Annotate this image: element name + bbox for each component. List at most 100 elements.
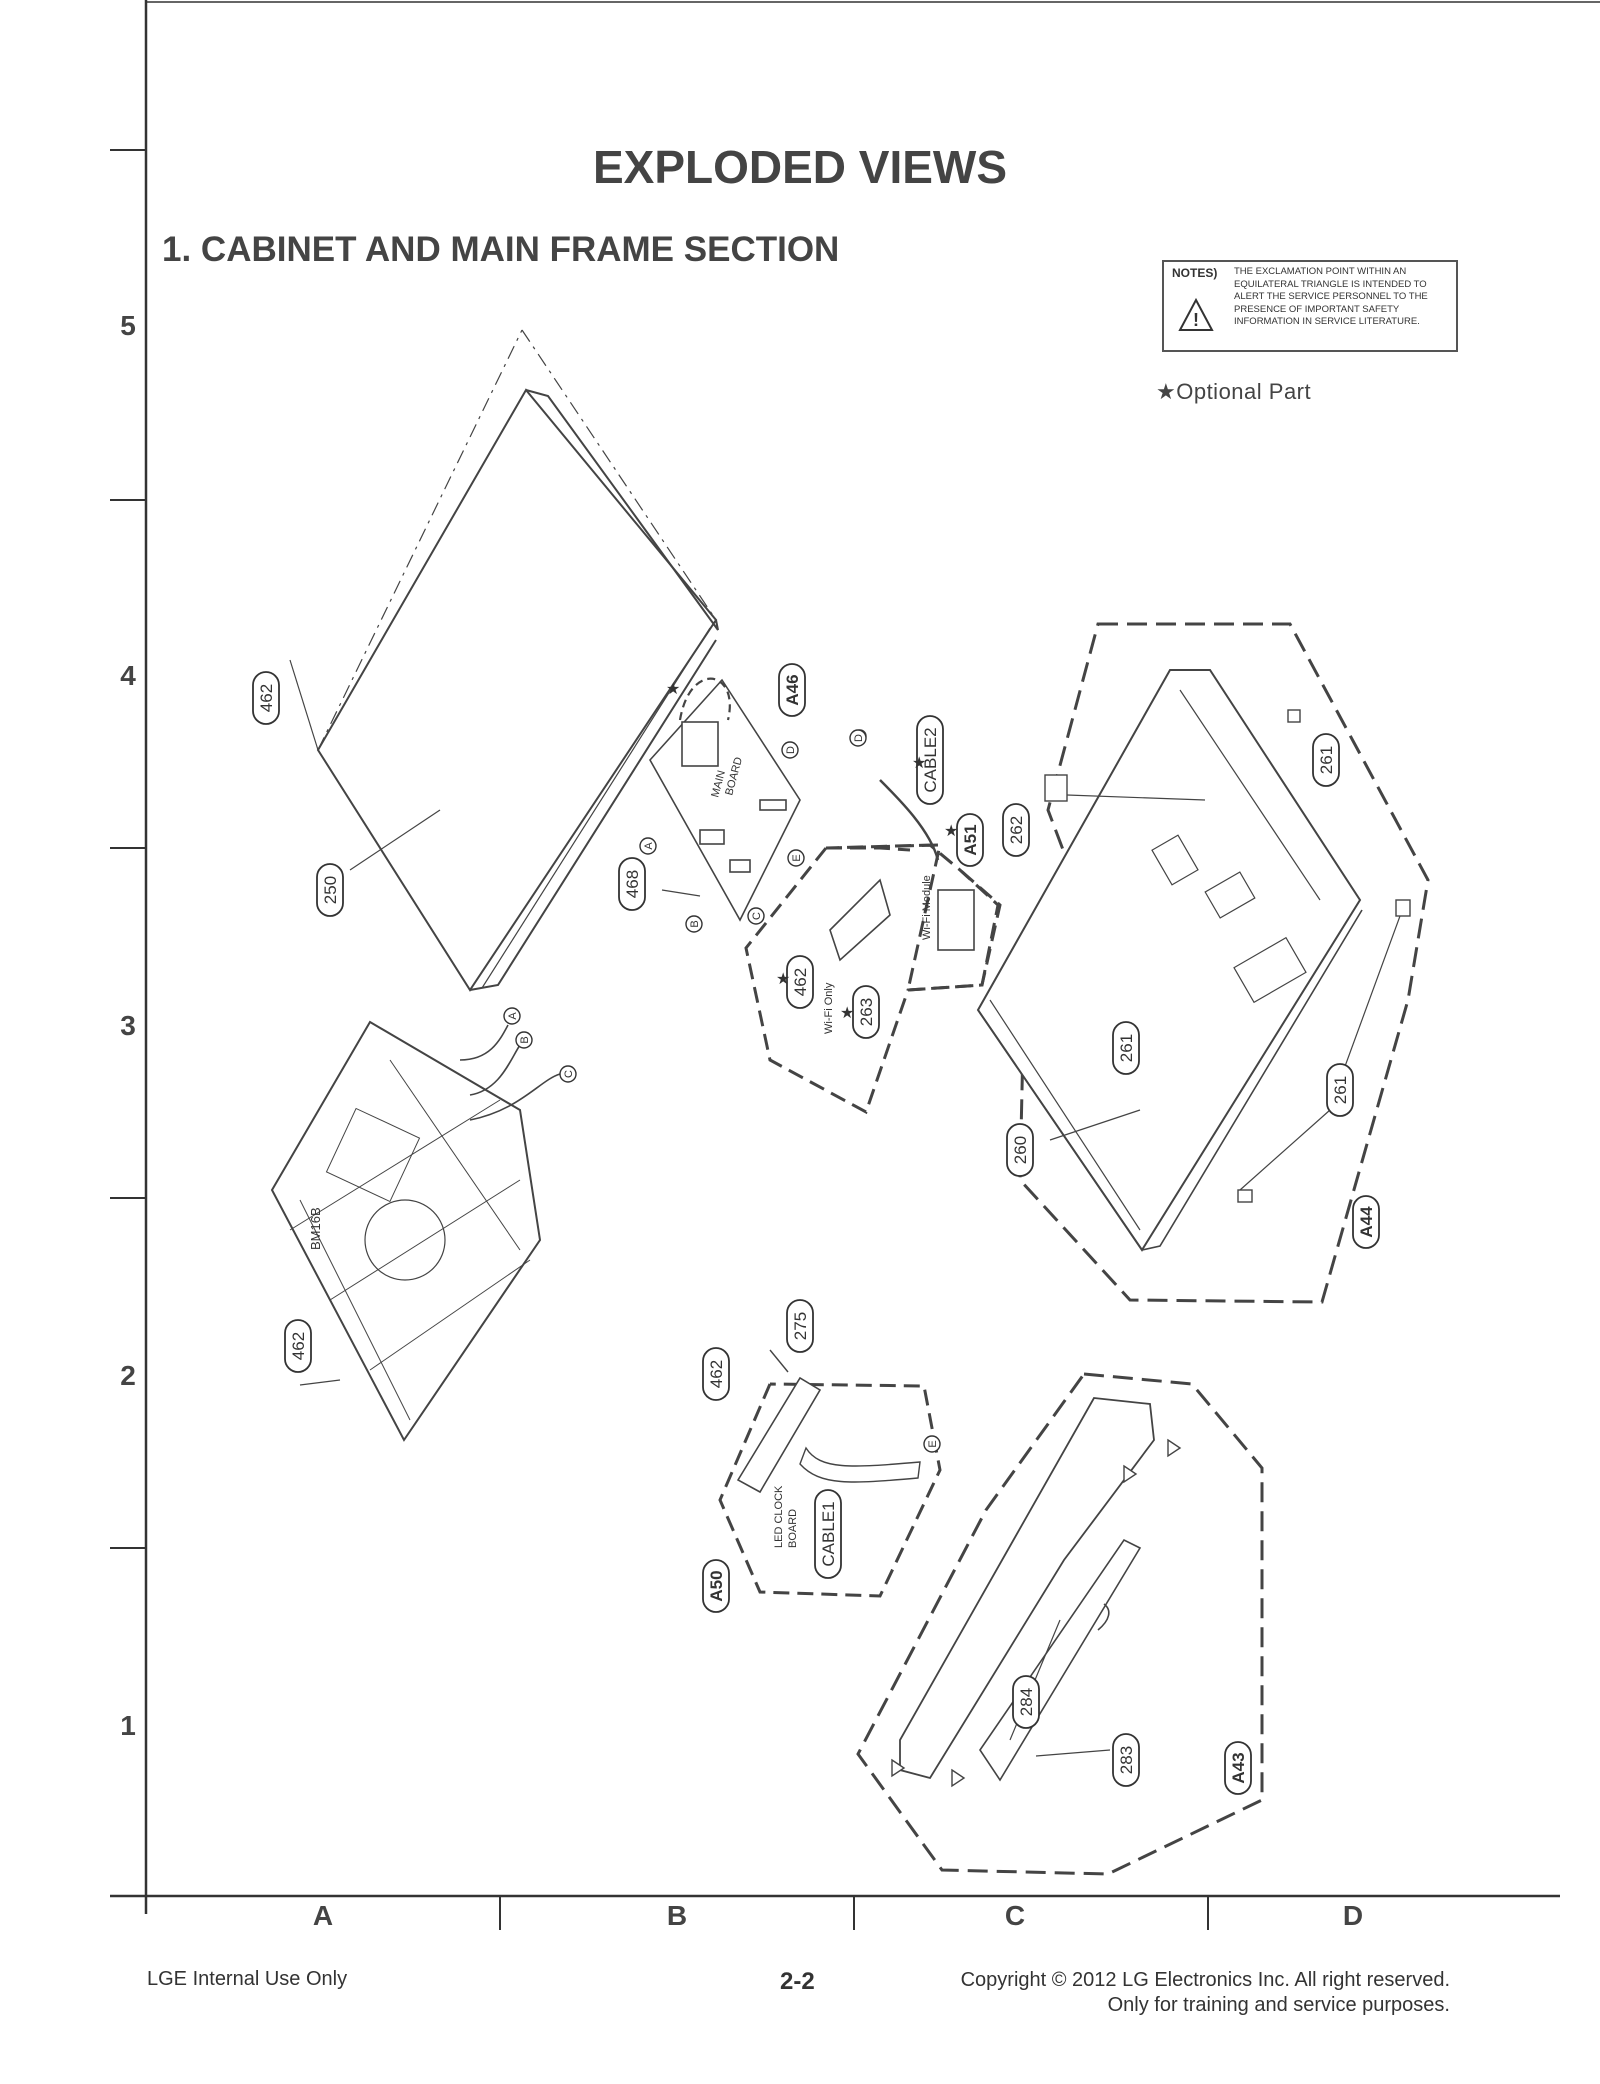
label-wifi-module: Wi-Fi Module [921,875,933,940]
part-number-p263: 263 [857,998,876,1026]
part-number-p462-top: 462 [257,684,276,712]
label-wifi-only: Wi-Fi Only [823,982,835,1034]
part-balloon-a44: A44 [1352,1195,1380,1249]
connector-a-6: A [503,1007,521,1025]
label-led-clock-2: BOARD [787,1509,799,1548]
part-balloon-p261-top: 261 [1312,733,1340,787]
front-panel-group [856,1372,1264,1876]
part-balloon-p462-top: 462 [252,671,280,725]
notes-text: THE EXCLAMATION POINT WITHIN AN EQUILATE… [1234,266,1428,328]
part-number-p284: 284 [1017,1688,1036,1716]
part-number-p275: 275 [791,1312,810,1340]
rotated-labels: MAIN BOARD Wi-Fi Module Wi-Fi Only BM16B… [308,756,933,1548]
connector-b-7: B [515,1031,533,1049]
connector-d-3: D [781,741,799,759]
part-balloon-cable1: CABLE1 [814,1489,842,1579]
svg-text:E: E [791,854,803,861]
part-balloon-p283: 283 [1112,1733,1140,1787]
footer-copyright-block: Copyright © 2012 LG Electronics Inc. All… [961,1968,1450,2018]
svg-text:!: ! [1193,310,1199,330]
connector-markers: A B C D E D A B C E [503,729,941,1453]
main-frame-part [976,622,1430,1304]
section-title: 1. CABINET AND MAIN FRAME SECTION [162,230,840,269]
column-label-c: C [1004,1900,1026,1931]
part-number-p261-top: 261 [1317,746,1336,774]
part-number-a43: A43 [1229,1752,1248,1783]
svg-text:A: A [643,842,655,850]
part-number-cable1: CABLE1 [819,1501,838,1566]
part-number-p462-left: 462 [289,1332,308,1360]
part-balloon-p260: 260 [1006,1123,1034,1177]
part-balloon-p462-wifi: 462 [786,955,814,1009]
row-label-5: 5 [120,310,136,341]
part-balloon-p462-led: 462 [702,1347,730,1401]
footer-page-number: 2-2 [780,1968,815,1995]
part-number-p260: 260 [1011,1136,1030,1164]
part-number-p468: 468 [623,870,642,898]
column-label-b: B [666,1900,688,1931]
part-balloon-p250: 250 [316,863,344,917]
part-balloon-a43: A43 [1224,1741,1252,1795]
part-number-a44: A44 [1357,1206,1376,1238]
part-balloon-p275: 275 [786,1299,814,1353]
part-balloon-p284: 284 [1012,1675,1040,1729]
svg-text:B: B [689,920,701,927]
connector-d-5: D [849,729,867,747]
svg-text:B: B [519,1036,531,1043]
part-number-cable2: CABLE2 [921,727,940,792]
part-number-p250: 250 [321,876,340,904]
row-label-3: 3 [120,1010,136,1041]
star-263: ★ [840,1005,854,1022]
optional-stars: ★ ★ ★ ★ ★ [666,681,958,1022]
row-label-2: 2 [120,1360,136,1391]
page-title: EXPLODED VIEWS [592,141,1008,193]
svg-text:D: D [785,746,797,754]
warning-triangle-icon: ! [1178,298,1214,331]
part-balloon-p262: 262 [1002,803,1030,857]
part-balloon-a46: A46 [778,663,806,717]
connector-b-1: B [685,915,703,933]
led-clock-group [718,1349,942,1598]
page-frame [110,0,1600,1930]
svg-text:C: C [751,912,763,920]
column-label-a: A [312,1900,334,1931]
part-number-a50: A50 [707,1570,726,1601]
main-board-part [649,677,801,922]
part-number-a46: A46 [783,674,802,705]
part-balloon-a51: A51 [956,813,984,867]
part-number-p261-mid: 261 [1117,1034,1136,1062]
optical-drive-part [270,1020,561,1442]
row-label-4: 4 [120,660,136,691]
connector-e-9: E [923,1435,941,1453]
connector-c-2: C [747,907,765,925]
svg-text:D: D [853,734,865,742]
part-balloon-p261-mid: 261 [1112,1021,1140,1075]
star-a51: ★ [944,823,958,840]
top-cover-part [289,329,719,992]
part-number-p462-wifi: 462 [791,968,810,996]
connector-c-8: C [559,1065,577,1083]
star-main-board: ★ [666,681,680,698]
star-cable2: ★ [912,755,926,772]
row-label-1: 1 [120,1710,136,1741]
column-label-d: D [1342,1900,1364,1931]
connector-e-4: E [787,849,805,867]
part-balloon-p263: 263 [852,985,880,1039]
svg-text:A: A [507,1012,519,1020]
part-number-p283: 283 [1117,1746,1136,1774]
part-balloon-p468: 468 [618,857,646,911]
connector-a-0: A [639,837,657,855]
part-number-p261-right: 261 [1331,1076,1350,1104]
part-balloon-a50: A50 [702,1559,730,1613]
part-balloon-p462-left: 462 [284,1319,312,1373]
notes-label: NOTES) [1172,266,1218,280]
svg-text:E: E [927,1440,939,1447]
notes-box: NOTES) ! THE EXCLAMATION POINT WITHIN AN… [1162,260,1458,352]
optional-part-legend: ★Optional Part [1156,379,1312,404]
label-bm16b: BM16B [308,1207,323,1250]
part-number-p462-led: 462 [707,1360,726,1388]
footer-training-note: Only for training and service purposes. [1107,1994,1450,2016]
part-number-a51: A51 [961,824,980,855]
